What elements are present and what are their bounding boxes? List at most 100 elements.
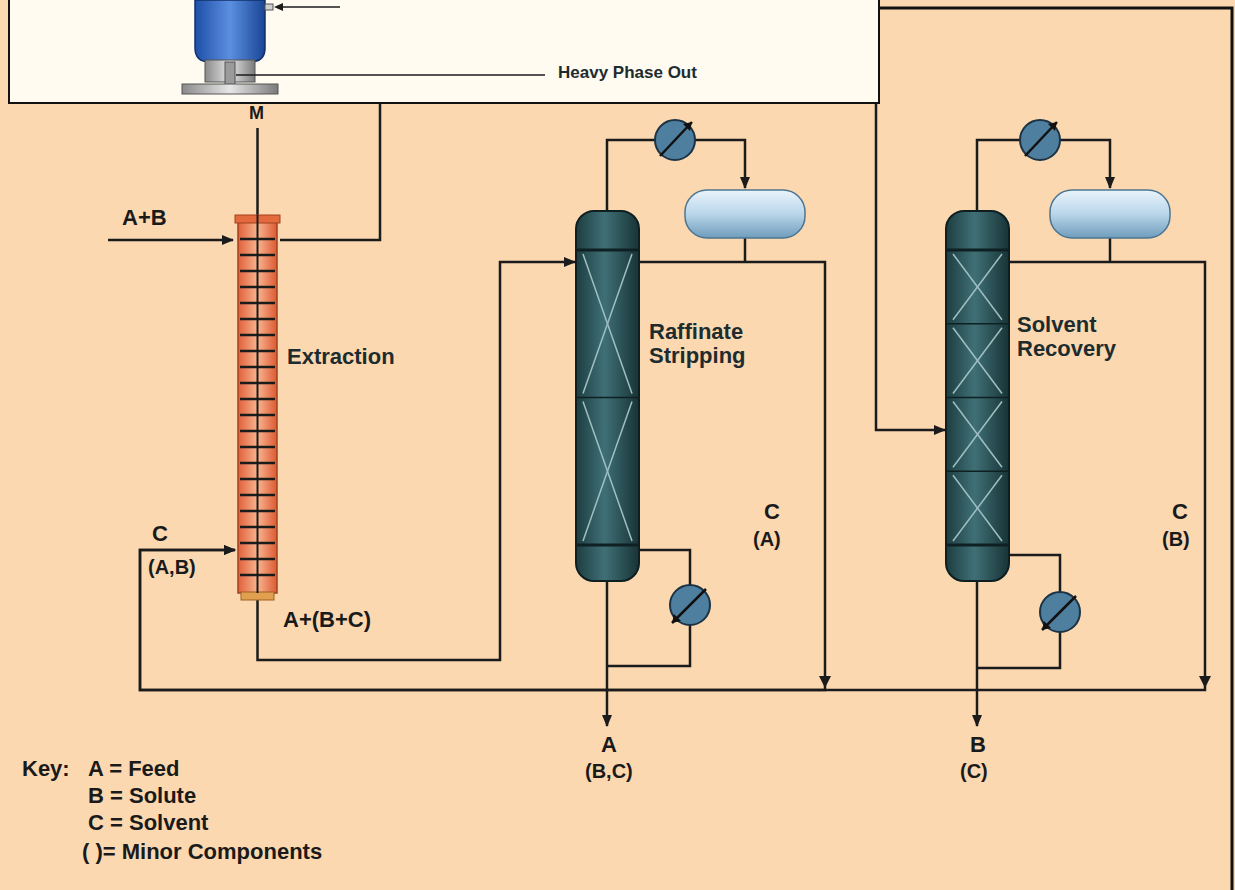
packed-column-body (583, 254, 632, 394)
stream-label: (B,C) (585, 760, 633, 782)
agitator-shaft (256, 128, 259, 215)
extraction-column-body (235, 215, 280, 600)
stripping-column: Raffinate Stripping (575, 210, 640, 582)
separator-vessel-illustration (236, 74, 545, 76)
flow-arrowhead (819, 676, 1211, 688)
feed-arrow (108, 239, 233, 242)
stream-label: (A) (753, 528, 781, 550)
separator-vessel-illustration (265, 4, 273, 10)
packed-column-body (947, 249, 1008, 252)
stream-label: Heavy Phase Out (558, 64, 697, 83)
process-line (140, 262, 1205, 690)
agitator-shaft (256, 128, 259, 215)
reboiler-piping (607, 625, 690, 666)
process-line (876, 104, 945, 430)
key-entry: ( )= Minor Components (82, 840, 322, 864)
inset-panel: Heavy Phase Out (8, 0, 880, 104)
reboiler-piping (640, 550, 690, 585)
stream-label: C (1172, 500, 1188, 524)
stream-label: A+B (122, 206, 167, 230)
key-entry: A = Feed (88, 757, 180, 781)
heat-exchanger-symbol (1020, 120, 1060, 160)
condenser-piping (695, 140, 745, 188)
product-arrow (607, 582, 977, 726)
packed-column-body (583, 402, 632, 542)
key-entry: B = Solute (88, 784, 196, 808)
extraction-column-body (257, 215, 259, 593)
column-name: Solvent Recovery (1017, 313, 1137, 361)
packed-column-body (953, 328, 1002, 394)
packed-column-body (953, 402, 1002, 468)
stream-label: A+(B+C) (283, 608, 371, 632)
heat-exchanger-symbol (1048, 122, 1057, 131)
separator-vessel-illustration (195, 0, 265, 62)
heat-exchanger-symbol (672, 614, 681, 623)
packed-column-body (576, 211, 639, 581)
condenser-piping (1109, 238, 1112, 262)
heat-exchanger-symbol (1025, 122, 1057, 156)
stream-label: B (970, 733, 986, 757)
condenser-piping (1060, 140, 1110, 188)
heat-exchanger-symbol (683, 122, 692, 131)
packed-column-body (577, 544, 638, 547)
separator-vessel-illustration (182, 84, 278, 94)
packed-column-body (583, 402, 632, 542)
column-name: Raffinate Stripping (649, 320, 769, 368)
stream-label: (A,B) (148, 556, 196, 578)
packed-column-body (575, 210, 640, 582)
product-arrow (976, 582, 979, 726)
extraction-column: Extraction (235, 215, 280, 600)
condenser-piping (977, 140, 1020, 210)
stream-label: A (601, 733, 617, 757)
packed-column-body (953, 475, 1002, 541)
condenser-piping (744, 238, 747, 262)
heat-exchanger-symbol (1042, 596, 1076, 630)
heat-exchanger-symbol (1042, 621, 1051, 630)
packed-column-body (947, 323, 1008, 325)
reflux-drum (685, 190, 805, 238)
packed-column-body (947, 544, 1008, 547)
heat-exchanger-symbol (660, 122, 692, 156)
heat-exchanger-symbol (655, 120, 1080, 632)
separator-vessel-illustration (276, 6, 340, 8)
extraction-column-body (241, 592, 274, 600)
packed-column-body (953, 328, 1002, 394)
heat-exchanger-symbol (672, 589, 706, 623)
recovery-column: Solvent Recovery (945, 210, 1010, 582)
packed-column-body (953, 254, 1002, 320)
packed-column-body (953, 402, 1002, 468)
packed-column-body (947, 471, 1008, 473)
process-line (280, 104, 380, 240)
feed-arrow (108, 239, 233, 242)
column-name: Extraction (287, 345, 395, 369)
packed-column-body (953, 254, 1002, 320)
key-heading: Key: (22, 757, 70, 781)
packed-column-body (946, 211, 1009, 581)
stream-label: C (152, 522, 168, 546)
reflux-drum (1050, 190, 1170, 238)
reflux-drum (685, 190, 1170, 238)
packed-column-body (577, 249, 638, 252)
heat-exchanger-symbol (670, 585, 710, 625)
packed-column-body (583, 254, 632, 394)
stream-label: (B) (1162, 528, 1190, 550)
product-arrow (606, 582, 609, 726)
packed-column-body (577, 397, 638, 399)
packed-column-body (945, 210, 1010, 582)
heat-exchanger-symbol (1040, 592, 1080, 632)
process-line (258, 262, 576, 660)
separator-vessel-illustration (274, 3, 283, 11)
separator-vessel-illustration (10, 0, 878, 102)
reboiler-piping (1010, 555, 1060, 592)
stream-label: C (764, 500, 780, 524)
condenser-piping (607, 140, 655, 210)
frame-line (878, 8, 1232, 890)
motor-label: M (249, 104, 264, 124)
heat-exchanger-symbol (655, 120, 695, 160)
packed-column-body (947, 397, 1008, 399)
packed-column-body (953, 475, 1002, 541)
key-entry: C = Solvent (88, 811, 208, 835)
stream-label: (C) (960, 760, 988, 782)
frame-line (878, 8, 1232, 890)
reboiler-piping (977, 632, 1060, 668)
